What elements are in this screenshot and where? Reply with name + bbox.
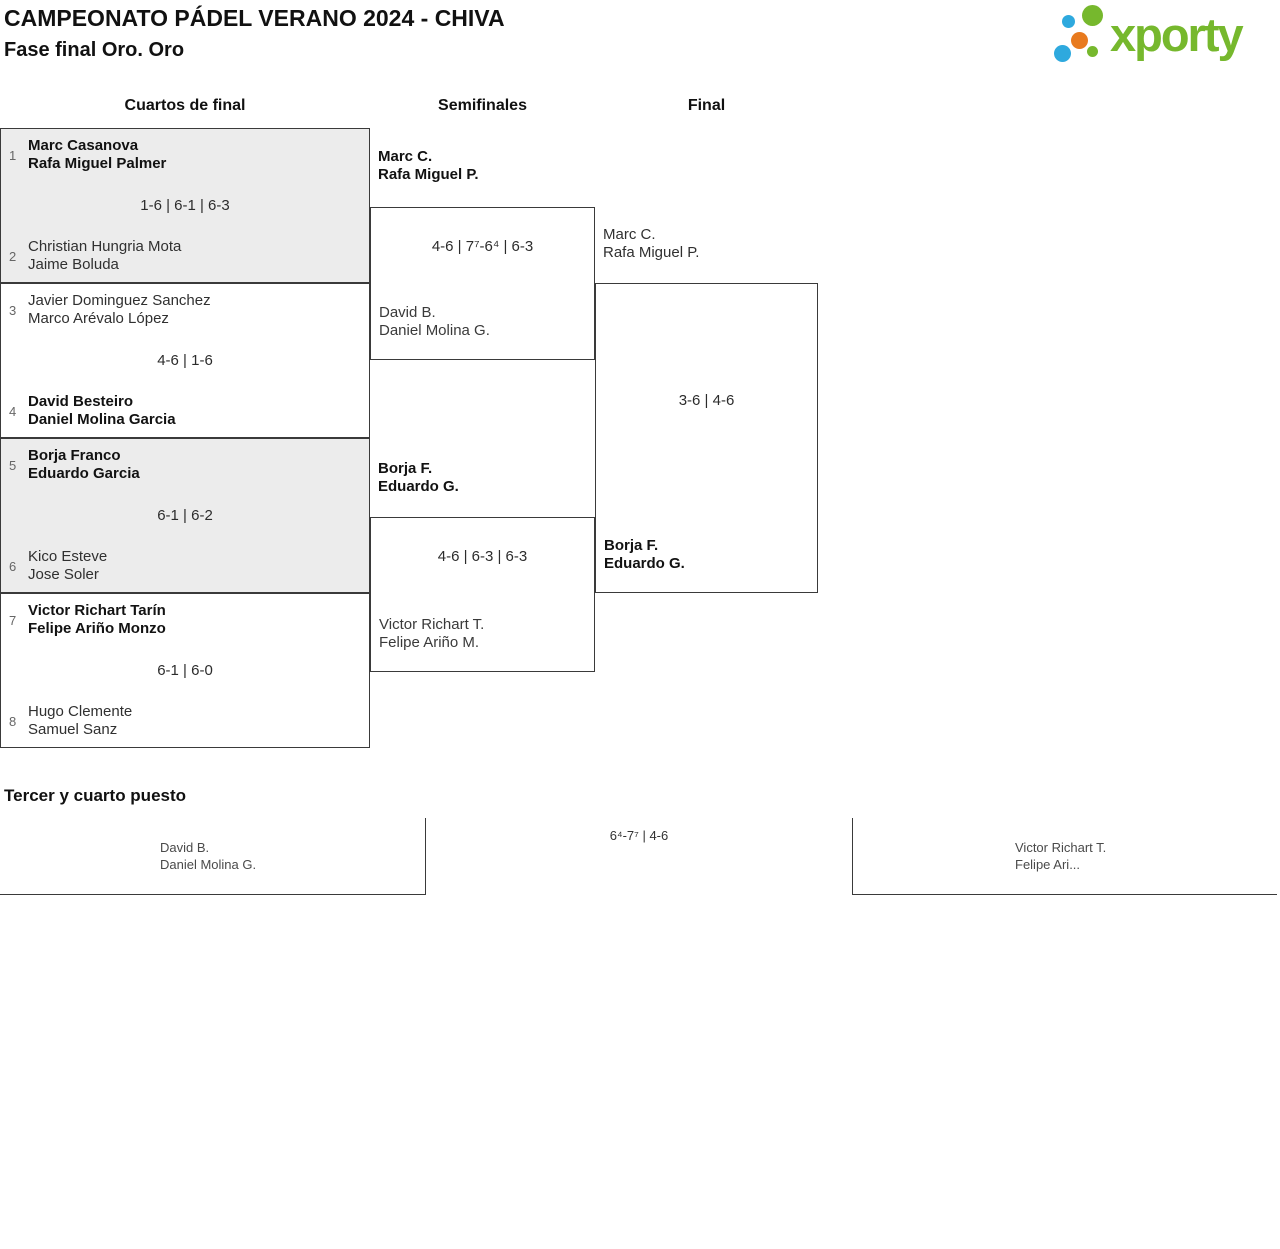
page-title: CAMPEONATO PÁDEL VERANO 2024 - CHIVA (4, 5, 505, 31)
match-score: 6-1 | 6-0 (157, 661, 213, 679)
match-final: 3-6 | 4-6 Borja F. Eduardo G. (595, 283, 818, 593)
page-subtitle: Fase final Oro. Oro (4, 39, 185, 61)
team-names: David Besteiro Daniel Molina Garcia (28, 393, 176, 428)
seed-number: 7 (9, 612, 17, 628)
match-quarterfinal-1: 1 Marc Casanova Rafa Miguel Palmer 1-6 |… (0, 128, 370, 283)
logo-dot-blue-icon (1062, 15, 1075, 28)
match-quarterfinal-2: 3 Javier Dominguez Sanchez Marco Arévalo… (0, 283, 370, 438)
third-place-team-right-bracket: Victor Richart T. Felipe Ari... (852, 818, 1277, 895)
semifinal-1-team-top: Marc C. Rafa Miguel P. (378, 148, 479, 183)
team-names: Hugo Clemente Samuel Sanz (28, 703, 133, 738)
seed-number: 2 (9, 248, 17, 264)
team-row: 7 Victor Richart Tarín Felipe Ariño Monz… (9, 602, 361, 638)
seed-number: 8 (9, 713, 17, 729)
seed-number: 4 (9, 403, 17, 419)
team-row: 6 Kico Esteve Jose Soler (9, 548, 361, 584)
team-names: David B. Daniel Molina G. (160, 840, 257, 872)
team-names: Victor Richart T. Felipe Ari... (1015, 840, 1107, 872)
match-score: 6-1 | 6-2 (157, 506, 213, 524)
match-score: 4-6 | 7⁷-6⁴ | 6-3 (431, 238, 534, 255)
round-header-semifinals: Semifinales (438, 97, 527, 114)
match-score: 3-6 | 4-6 (678, 392, 735, 409)
final-team-top: Marc C. Rafa Miguel P. (603, 226, 700, 261)
third-place-score: 6⁴-7⁷ | 4-6 (609, 828, 669, 843)
match-score: 4-6 | 6-3 | 6-3 (437, 548, 528, 565)
match-score: 4-6 | 1-6 (157, 351, 213, 369)
seed-number: 3 (9, 302, 17, 318)
logo-dot-orange-icon (1071, 32, 1088, 49)
final-team-bottom: Borja F. Eduardo G. (604, 537, 685, 572)
team-row: 8 Hugo Clemente Samuel Sanz (9, 703, 361, 739)
round-header-quarterfinals: Cuartos de final (124, 97, 246, 114)
team-row: 1 Marc Casanova Rafa Miguel Palmer (9, 137, 361, 173)
semifinal-2-team-top: Borja F. Eduardo G. (378, 460, 459, 495)
team-names: Borja Franco Eduardo Garcia (28, 447, 140, 482)
round-header-final: Final (687, 97, 726, 114)
seed-number: 6 (9, 558, 17, 574)
team-names: Kico Esteve Jose Soler (28, 548, 108, 583)
team-names: Javier Dominguez Sanchez Marco Arévalo L… (28, 292, 211, 327)
logo-dot-green-icon (1082, 5, 1103, 26)
semifinal-1-team-bottom: David B. Daniel Molina G. (379, 304, 490, 339)
team-row: 4 David Besteiro Daniel Molina Garcia (9, 393, 361, 429)
third-place-team-left-bracket: David B. Daniel Molina G. (0, 818, 426, 895)
match-semifinal-1: 4-6 | 7⁷-6⁴ | 6-3 David B. Daniel Molina… (370, 207, 595, 360)
logo-wordmark: xporty (1110, 8, 1244, 61)
match-semifinal-2: 4-6 | 6-3 | 6-3 Victor Richart T. Felipe… (370, 517, 595, 672)
team-row: 5 Borja Franco Eduardo Garcia (9, 447, 361, 483)
team-names: Christian Hungria Mota Jaime Boluda (28, 238, 182, 273)
logo-dot-blue-icon (1054, 45, 1071, 62)
match-quarterfinal-3: 5 Borja Franco Eduardo Garcia 6-1 | 6-2 … (0, 438, 370, 593)
semifinal-2-team-bottom: Victor Richart T. Felipe Ariño M. (379, 616, 485, 651)
team-names: Marc Casanova Rafa Miguel Palmer (28, 137, 167, 172)
xporty-logo: xporty (1048, 4, 1280, 68)
team-row: 3 Javier Dominguez Sanchez Marco Arévalo… (9, 292, 361, 328)
match-quarterfinal-4: 7 Victor Richart Tarín Felipe Ariño Monz… (0, 593, 370, 748)
team-row: 2 Christian Hungria Mota Jaime Boluda (9, 238, 361, 274)
seed-number: 1 (9, 147, 17, 163)
match-score: 1-6 | 6-1 | 6-3 (140, 196, 230, 214)
seed-number: 5 (9, 457, 17, 473)
logo-dot-green-icon (1087, 46, 1098, 57)
third-place-heading: Tercer y cuarto puesto (4, 786, 187, 805)
team-names: Victor Richart Tarín Felipe Ariño Monzo (28, 602, 166, 637)
